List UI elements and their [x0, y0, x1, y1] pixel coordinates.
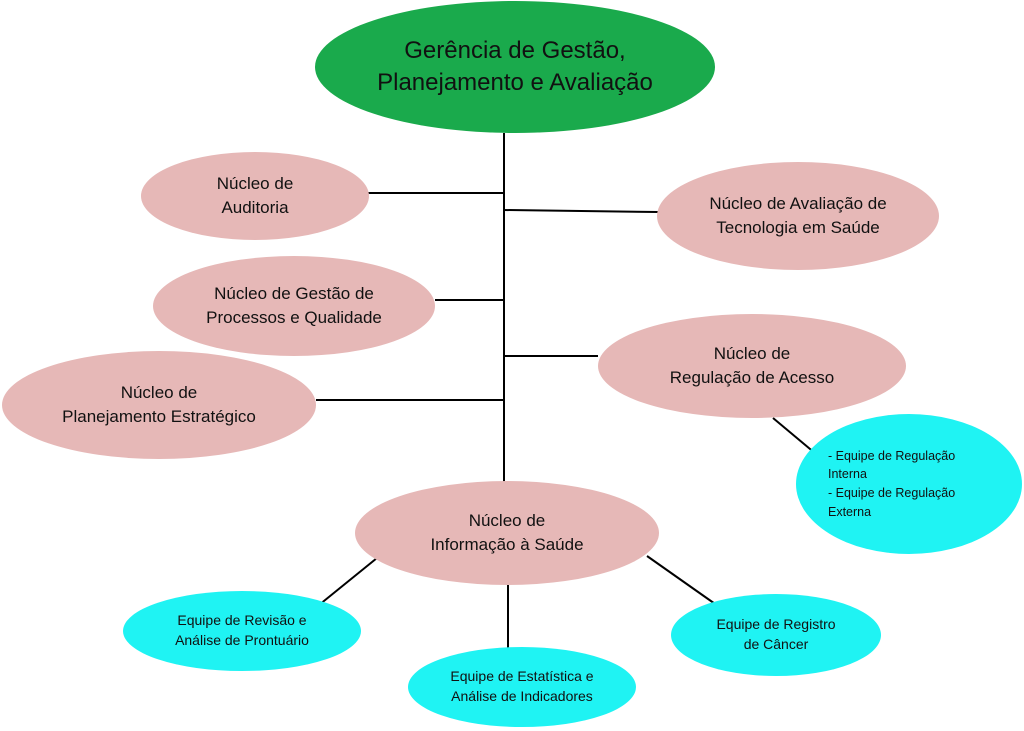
planejamento-ellipse — [2, 351, 316, 459]
registro-ellipse — [671, 594, 881, 676]
node-equipe-revisao: Equipe de Revisão e Análise de Prontuári… — [123, 591, 361, 671]
informacao-saude-ellipse — [355, 481, 659, 585]
nucleo-informacao-saude-label: Núcleo de Informação à Saúde — [430, 511, 584, 554]
connector-avaliacao-tecnologia — [503, 209, 659, 213]
nucleo-regulacao-acesso-label: Núcleo de Regulação de Acesso — [669, 344, 835, 387]
node-nucleo-regulacao-acesso: Núcleo de Regulação de Acesso — [598, 314, 906, 418]
node-equipe-estatistica: Equipe de Estatística e Análise de Indic… — [408, 647, 636, 727]
nucleo-gestao-processos-label: Núcleo de Gestão de Processos e Qualidad… — [206, 284, 382, 327]
equipe-regulacao-label: - Equipe de Regulação Interna - Equipe d… — [828, 448, 956, 519]
gestao-processos-ellipse — [153, 256, 435, 356]
node-nucleo-planejamento: Núcleo de Planejamento Estratégico — [2, 351, 316, 459]
revisao-ellipse — [123, 591, 361, 671]
node-equipe-registro: Equipe de Registro de Câncer — [671, 594, 881, 676]
estatistica-ellipse — [408, 647, 636, 727]
equipe-estatistica-label: Equipe de Estatística e Análise de Indic… — [450, 668, 594, 704]
nucleo-planejamento-label: Núcleo de Planejamento Estratégico — [62, 383, 256, 426]
node-nucleo-gestao-processos: Núcleo de Gestão de Processos e Qualidad… — [153, 256, 435, 356]
equipe-registro-label: Equipe de Registro de Câncer — [716, 616, 836, 652]
node-nucleo-auditoria: Núcleo de Auditoria — [141, 152, 369, 240]
node-nucleo-avaliacao-tecnologia: Núcleo de Avaliação de Tecnologia em Saú… — [657, 162, 939, 270]
nucleo-auditoria-label: Núcleo de Auditoria — [216, 174, 294, 217]
node-equipe-regulacao: - Equipe de Regulação Interna - Equipe d… — [828, 414, 1018, 554]
connector-registro — [646, 555, 719, 607]
node-nucleo-informacao-saude: Núcleo de Informação à Saúde — [355, 481, 659, 585]
node-gerencia: Gerência de Gestão, Planejamento e Avali… — [315, 1, 715, 133]
nucleo-avaliacao-tecnologia-label: Núcleo de Avaliação de Tecnologia em Saú… — [709, 194, 887, 237]
equipe-revisao-label: Equipe de Revisão e Análise de Prontuári… — [175, 612, 309, 648]
connector-revisao — [318, 557, 378, 606]
auditoria-ellipse — [141, 152, 369, 240]
regulacao-equipes-ellipse — [796, 414, 1022, 554]
avaliacao-tecnologia-ellipse — [657, 162, 939, 270]
gerencia-label: Gerência de Gestão, Planejamento e Avali… — [377, 37, 653, 96]
root-ellipse — [315, 1, 715, 133]
regulacao-acesso-ellipse — [598, 314, 906, 418]
